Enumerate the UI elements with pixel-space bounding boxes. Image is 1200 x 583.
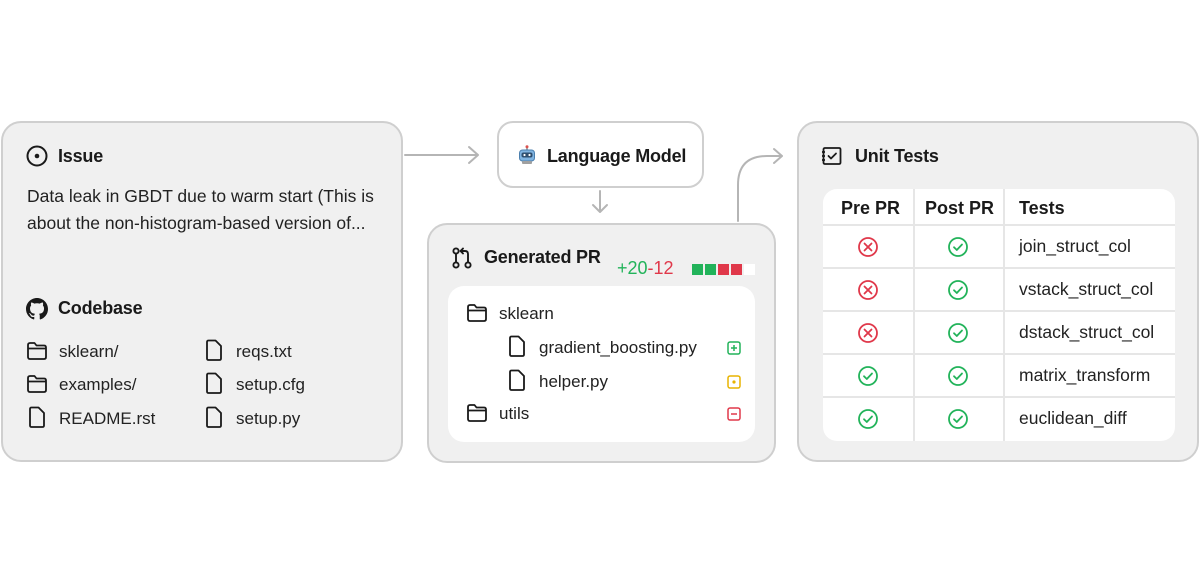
file-item[interactable]: README.rst [59, 409, 156, 428]
file-item[interactable]: reqs.txt [236, 342, 292, 361]
pr-file-tree: sklearn gradient_boosting.py helper.py u… [448, 286, 755, 442]
test-name: join_struct_col [1019, 236, 1131, 256]
test-name: euclidean_diff [1019, 408, 1127, 428]
robot-icon [519, 145, 535, 164]
column-header-tests: Tests [1019, 198, 1065, 218]
test-name: matrix_transform [1019, 365, 1151, 385]
tree-item[interactable]: utils [499, 404, 530, 423]
issue-title: Issue [58, 146, 104, 166]
table-divider [823, 310, 1175, 312]
table-divider [823, 353, 1175, 355]
deletions-count: -12 [647, 258, 674, 278]
codebase-title: Codebase [58, 298, 143, 318]
pull-request-icon [452, 247, 472, 269]
tree-item[interactable]: sklearn [499, 304, 554, 323]
test-name: vstack_struct_col [1019, 279, 1154, 299]
removed-icon [727, 407, 741, 421]
table-divider [823, 267, 1175, 269]
column-header-post-pr: Post PR [925, 198, 995, 218]
table-divider [823, 396, 1175, 398]
issue-description: Data leak in GBDT due to warm start (Thi… [27, 186, 374, 233]
file-item[interactable]: examples/ [59, 375, 137, 394]
pass-icon [948, 323, 968, 343]
generated-pr-panel: Generated PR +20-12 sklearn gradient_boo… [427, 223, 776, 463]
fail-icon [858, 237, 878, 257]
checklist-icon [822, 147, 842, 165]
unit-tests-title: Unit Tests [855, 146, 939, 166]
generated-pr-title: Generated PR [484, 247, 601, 267]
file-item[interactable]: setup.cfg [236, 375, 305, 394]
file-icon [29, 406, 45, 428]
pass-icon [948, 280, 968, 300]
file-icon [206, 372, 222, 394]
diff-bar-square [692, 264, 703, 275]
file-icon [509, 369, 525, 391]
diff-bar-square [718, 264, 729, 275]
file-item[interactable]: setup.py [236, 409, 301, 428]
added-icon [727, 341, 741, 355]
arrow-pr-to-tests [737, 148, 783, 222]
table-divider [823, 224, 1175, 226]
issue-panel: Issue Data leak in GBDT due to warm star… [1, 121, 403, 462]
file-icon [206, 339, 222, 361]
modified-icon [727, 375, 741, 389]
tree-item[interactable]: helper.py [539, 372, 608, 391]
arrow-model-to-pr [592, 190, 608, 213]
column-header-pre-pr: Pre PR [841, 198, 901, 218]
tests-table: Pre PR Post PR Tests join_struct_col vst… [823, 189, 1175, 441]
pass-icon [948, 409, 968, 429]
folder-icon [467, 404, 487, 422]
diff-bar-square [705, 264, 716, 275]
unit-tests-panel: Unit Tests Pre PR Post PR Tests join_str… [797, 121, 1199, 462]
file-icon [509, 335, 525, 357]
folder-icon [27, 375, 47, 393]
fail-icon [858, 323, 878, 343]
test-name: dstack_struct_col [1019, 322, 1155, 342]
pass-icon [948, 366, 968, 386]
table-divider [913, 189, 915, 441]
pass-icon [858, 366, 878, 386]
pass-icon [858, 409, 878, 429]
diff-stats: +20-12 [617, 258, 674, 279]
github-icon [26, 298, 48, 320]
fail-icon [858, 280, 878, 300]
language-model-label: Language Model [547, 146, 687, 166]
file-icon [206, 406, 222, 428]
diff-bar-square [731, 264, 742, 275]
file-item[interactable]: sklearn/ [59, 342, 119, 361]
pass-icon [948, 237, 968, 257]
folder-icon [27, 342, 47, 360]
folder-icon [467, 304, 487, 322]
table-divider [1003, 189, 1005, 441]
language-model-box: Language Model [497, 121, 704, 188]
diff-bar-square [744, 264, 755, 275]
additions-count: +20 [617, 258, 648, 278]
tree-item[interactable]: gradient_boosting.py [539, 338, 697, 357]
arrow-issue-to-model [404, 146, 479, 164]
issue-icon [26, 145, 48, 167]
